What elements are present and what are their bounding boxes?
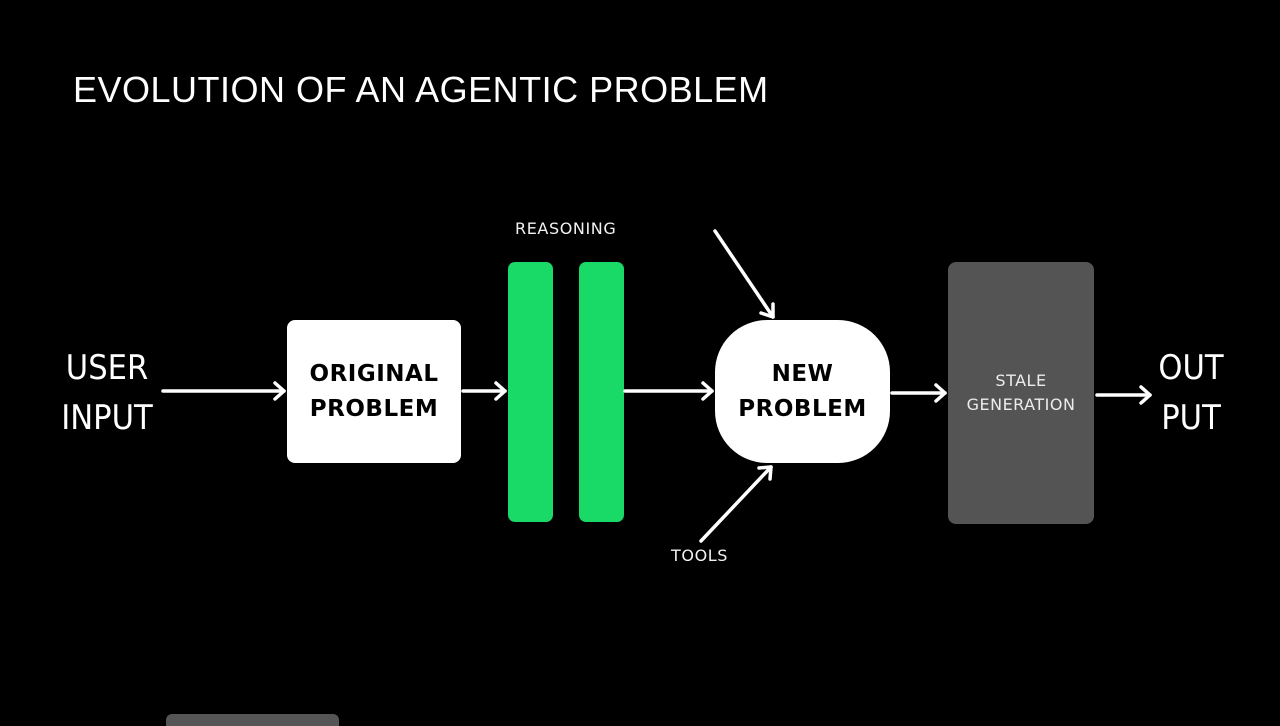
arrow-original-to-reasoning [461, 381, 507, 401]
diagram-title: EVOLUTION OF AN AGENTIC PROBLEM [73, 69, 769, 110]
reasoning-bar-1 [508, 262, 553, 522]
new-problem-line-1: NEW [771, 360, 834, 387]
reasoning-bar-2 [579, 262, 624, 522]
new-problem-box: NEW PROBLEM [715, 320, 890, 463]
user-input-line-2: INPUT [61, 398, 153, 438]
stale-generation-box: STALE GENERATION [948, 262, 1094, 524]
reasoning-label: REASONING [515, 219, 617, 238]
output-line-1: OUT [1158, 348, 1224, 388]
stale-generation-line-1: STALE [995, 371, 1047, 390]
output-label: OUT PUT [1148, 343, 1234, 443]
stale-generation-line-2: GENERATION [966, 395, 1076, 414]
tools-label: TOOLS [671, 546, 729, 565]
arrow-reasoning-to-new-problem [623, 381, 714, 401]
arrow-tools-to-new-problem [699, 465, 773, 543]
bottom-panel-tab[interactable] [166, 714, 339, 726]
user-input-line-1: USER [65, 348, 149, 388]
arrow-top-into-new-problem [713, 229, 775, 319]
user-input-label: USER INPUT [46, 343, 168, 443]
new-problem-line-2: PROBLEM [738, 395, 867, 422]
arrow-user-input-to-original [161, 381, 286, 401]
original-problem-line-2: PROBLEM [309, 395, 439, 422]
arrow-stale-to-output [1095, 385, 1152, 405]
original-problem-box: ORIGINAL PROBLEM [287, 320, 461, 463]
arrow-new-problem-to-stale [890, 383, 947, 403]
output-line-2: PUT [1161, 398, 1221, 438]
original-problem-line-1: ORIGINAL [309, 360, 439, 387]
